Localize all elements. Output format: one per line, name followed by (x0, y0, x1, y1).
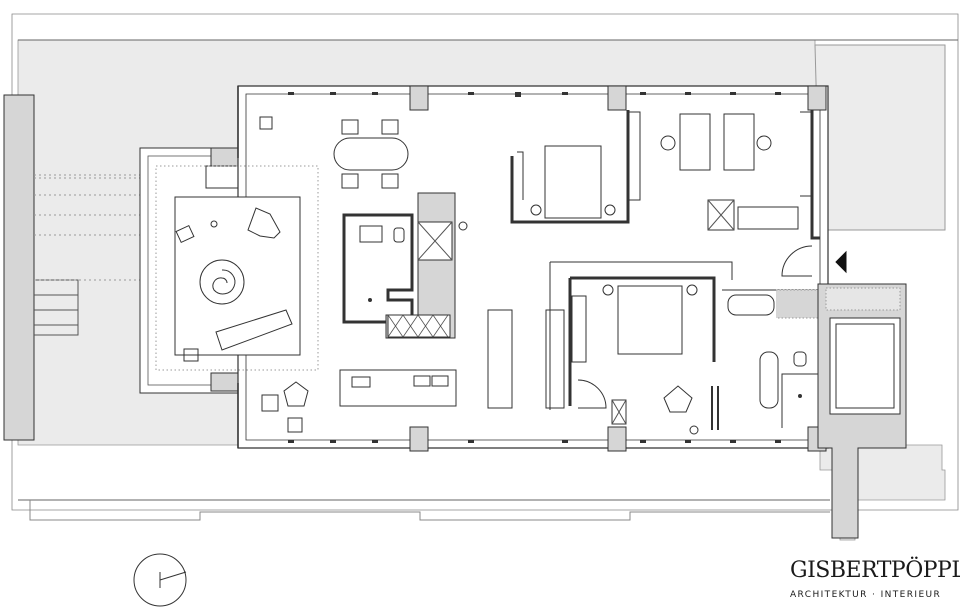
central-drain (368, 298, 372, 302)
dining-chairs (341, 119, 399, 189)
bedroom-1-nightstand-a (530, 204, 542, 216)
desk-b (723, 113, 755, 171)
storage-cross-pattern (387, 314, 449, 338)
bedroom-2-cross-lines (611, 399, 627, 425)
central-sink (359, 225, 383, 243)
bedroom-1-side (517, 151, 524, 200)
bedroom-2-lamp (689, 425, 699, 435)
ottoman (183, 348, 199, 362)
architect-name: GISBERTPÖPPLER (790, 558, 960, 583)
bedroom-2-bed (617, 285, 683, 355)
armchair-small (175, 224, 195, 244)
bedroom-1-bed (544, 145, 602, 219)
wardrobe-left (571, 295, 587, 363)
coffee-table (199, 259, 245, 305)
bedroom-2-cross (611, 399, 627, 425)
living-zone-dotted (155, 165, 319, 371)
kitchen-island (339, 369, 457, 407)
bedroom-1-walls (510, 110, 630, 224)
armchair-square (261, 394, 279, 412)
left-stair-solid (34, 279, 79, 336)
storage-crosses (387, 314, 451, 338)
bench-left (545, 309, 565, 409)
main-outer-wall (237, 85, 829, 449)
north-arrow-icon (133, 553, 187, 607)
bedroom-2-nightstand-b (686, 284, 698, 296)
central-bathroom-walls (342, 213, 414, 324)
coffee-table-swirl-icon (212, 269, 236, 295)
side-table (210, 220, 218, 228)
lounge-chair (247, 207, 281, 239)
desk-chair-a (660, 135, 676, 151)
washbasin-top (737, 206, 799, 230)
bathroom-2-dotted (776, 289, 819, 319)
bedroom-2-outer (549, 261, 733, 410)
bathroom-2-drain (798, 394, 802, 398)
entrance-arrow-icon (835, 250, 847, 274)
shower-cross (417, 221, 453, 261)
north-arrow-needle (159, 571, 187, 588)
armchair-pentagon (283, 381, 309, 407)
tap-symbol (458, 221, 468, 231)
bedroom-2-shelf (711, 386, 719, 430)
desk-chair-b (756, 135, 772, 151)
right-roof-outline (814, 44, 946, 231)
architect-logo: GISBERTPÖPPLER ARCHITEKTUR · INTERIEUR (790, 558, 960, 601)
bathroom-2-toilet (793, 351, 807, 367)
bedroom-2-armchair (663, 385, 693, 413)
bedroom-2-door (577, 379, 607, 409)
daybed (215, 309, 293, 351)
annex-window-dotted (825, 287, 901, 311)
window-marks-top (288, 92, 781, 443)
roof-parapet-bottom (29, 500, 830, 521)
bathtub (727, 294, 775, 316)
plant-box (259, 116, 273, 130)
bedroom-2-nightstand-a (602, 284, 614, 296)
bathroom-2-sink (759, 351, 779, 409)
stool (287, 417, 303, 433)
kitchen-counter-long (487, 309, 513, 409)
architect-subtitle: ARCHITEKTUR · INTERIEUR (790, 590, 942, 600)
desk-a (679, 113, 711, 171)
dining-table (333, 137, 409, 171)
left-exterior-wall (3, 94, 35, 441)
entrance-door-swing (781, 245, 813, 277)
kitchen-hob-b (431, 375, 449, 387)
utility-cross (707, 199, 735, 231)
annex-room-inner (835, 323, 895, 409)
utility-cross-lines (707, 199, 735, 231)
bedroom-2-walls (568, 276, 716, 406)
kitchen-hob-a (413, 375, 431, 387)
entrance-wall (810, 110, 820, 240)
central-toilet (393, 227, 405, 243)
kitchen-sink-a (351, 376, 371, 388)
bedroom-1-nightstand-b (604, 204, 616, 216)
bedroom-1-closet (628, 111, 641, 201)
